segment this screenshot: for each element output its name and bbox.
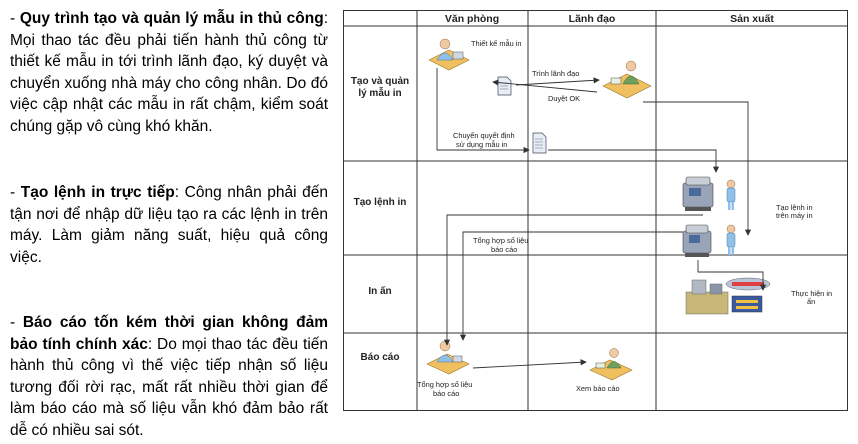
label-create-order-line2: trên máy in <box>776 211 813 220</box>
paragraph-colon: : <box>174 184 180 201</box>
paragraph-body: Mọi thao tác đều phải tiến hành thủ công… <box>10 31 328 135</box>
column-header-production: Sản xuất <box>730 13 774 25</box>
paragraph-body: Do mọi thao tác đều tiến hành thủ công v… <box>10 335 329 439</box>
printer-icon <box>682 176 714 211</box>
swimlane-diagram: Văn phòng Lãnh đạo Sản xuất Tạo và quản … <box>343 10 848 411</box>
worker-icon <box>726 179 736 210</box>
paragraph-colon: : <box>323 10 328 27</box>
document-icon <box>497 76 512 96</box>
row-header-printing: In ấn <box>368 285 391 297</box>
label-report-aggregate-line1: Tổng hợp số liệu <box>417 380 472 389</box>
flow-arrows <box>436 68 767 369</box>
printer-icon <box>682 224 712 257</box>
paragraph-heading: Tạo lệnh in trực tiếp <box>20 184 175 201</box>
label-view-report: Xem báo cáo <box>576 384 620 393</box>
label-execute-print-line2: ấn <box>807 297 815 306</box>
paragraph-dash: - <box>10 184 21 201</box>
row-header-create-print-order: Tạo lệnh in <box>354 197 407 208</box>
printing-machine-icon <box>685 277 771 315</box>
label-execute-print-line1: Thực hiện in <box>791 289 832 298</box>
paragraph-manual-template-process: - Quy trình tạo và quản lý mẫu in thủ cô… <box>10 8 328 138</box>
label-approved: Duyệt OK <box>548 94 580 103</box>
paragraph-colon: : <box>147 335 153 353</box>
paragraph-heading: Quy trình tạo và quản lý mẫu in thủ công <box>19 10 324 27</box>
grid <box>343 10 848 411</box>
paragraph-heading: Báo cáo tốn kém thời gian không đảm bảo … <box>10 314 329 353</box>
paragraph-body: Công nhân phải đến tận nơi để nhập dữ li… <box>10 184 329 266</box>
office-worker-icon <box>428 38 470 71</box>
row-header-create-manage-line1: Tạo và quản <box>351 76 409 87</box>
label-design-template: Thiết kế mẫu in <box>471 39 522 48</box>
leader-icon <box>602 60 652 99</box>
column-header-leadership: Lãnh đạo <box>569 13 616 25</box>
label-aggregate-line2: báo cáo <box>491 245 517 254</box>
report-worker-icon <box>426 340 470 375</box>
paragraph-direct-print-order: - Tạo lệnh in trực tiếp: Công nhân phải … <box>10 182 328 268</box>
swimlane-svg: Văn phòng Lãnh đạo Sản xuất Tạo và quản … <box>343 10 848 411</box>
column-header-office: Văn phòng <box>445 13 499 25</box>
label-aggregate-line1: Tổng hợp số liệu <box>473 236 528 245</box>
label-transfer-decision-line2: sử dụng mẫu in <box>456 140 507 149</box>
label-create-order-line1: Tạo lệnh in <box>776 203 813 212</box>
decision-document-icon <box>532 132 547 154</box>
worker-icon <box>726 224 736 255</box>
paragraph-dash: - <box>10 10 20 27</box>
report-viewer-icon <box>589 348 633 381</box>
row-header-report: Báo cáo <box>361 352 400 363</box>
label-transfer-decision-line1: Chuyển quyết định <box>453 131 515 140</box>
label-report-aggregate-line2: báo cáo <box>433 389 459 398</box>
label-submit-leader: Trình lãnh đạo <box>532 69 579 78</box>
paragraph-costly-reporting: - Báo cáo tốn kém thời gian không đảm bả… <box>10 312 328 442</box>
paragraph-dash: - <box>10 314 23 331</box>
row-header-create-manage-line2: lý mẫu in <box>358 86 401 99</box>
